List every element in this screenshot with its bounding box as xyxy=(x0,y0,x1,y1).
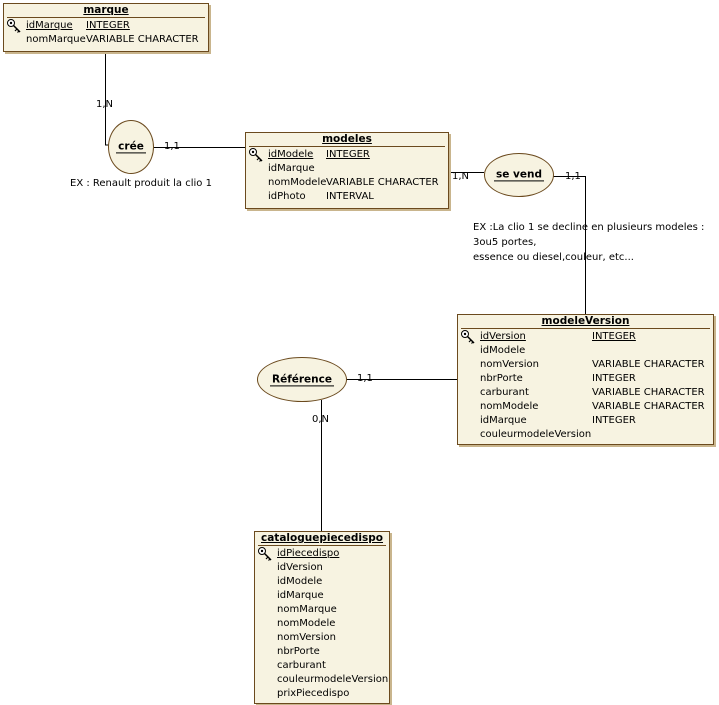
note-line: EX :La clio 1 se decline en plusieurs mo… xyxy=(473,222,705,233)
attribute-name: couleurmodeleVersion xyxy=(277,674,389,685)
association-label: crée xyxy=(116,140,146,154)
note-line: essence ou diesel,couleur, etc... xyxy=(473,252,634,263)
attribute-row: nomModele VARIABLE CHARACTER xyxy=(458,400,713,414)
attribute-row: idModele INTEGER xyxy=(246,148,448,162)
attribute-type: INTEGER xyxy=(86,20,130,31)
attribute-name: nomModele xyxy=(277,618,336,629)
attribute-row: idPiecedispo xyxy=(255,547,389,561)
attribute-type: INTERVAL xyxy=(326,191,374,202)
attribute-row: idMarque xyxy=(255,589,389,603)
entity-modeles[interactable]: modeles idModele INTEGER idMarque nomMod… xyxy=(245,132,449,209)
attribute-row: prixPiecedispo xyxy=(255,687,389,701)
attribute-name: idVersion xyxy=(277,562,323,573)
attribute-row: idModele xyxy=(458,344,713,358)
attribute-name: idPiecedispo xyxy=(277,548,340,559)
attribute-row: carburant xyxy=(255,659,389,673)
attribute-name: idMarque xyxy=(268,163,315,174)
attribute-row: nomModele VARIABLE CHARACTER xyxy=(246,176,448,190)
attribute-type: VARIABLE CHARACTER xyxy=(86,34,199,45)
note-line: 3ou5 portes, xyxy=(473,237,537,248)
entity-title: modeleVersion xyxy=(461,315,710,329)
attribute-row: nomMarque xyxy=(255,603,389,617)
cardinality-label: 1,N xyxy=(96,99,114,110)
key-icon xyxy=(249,148,263,162)
attribute-name: idPhoto xyxy=(268,191,306,202)
attribute-type: INTEGER xyxy=(592,415,636,426)
attribute-type: VARIABLE CHARACTER xyxy=(592,401,705,412)
attribute-name: idModele xyxy=(268,149,314,160)
association-se-vend[interactable]: se vend xyxy=(484,153,554,197)
attribute-name: carburant xyxy=(480,387,529,398)
entity-title: modeles xyxy=(249,133,445,147)
attribute-row: nomVersion VARIABLE CHARACTER xyxy=(458,358,713,372)
attribute-name: nomModele xyxy=(268,177,327,188)
attribute-type: INTEGER xyxy=(592,331,636,342)
cardinality-label: 0,N xyxy=(312,414,330,425)
entity-title: marque xyxy=(7,4,205,18)
attribute-name: idModele xyxy=(277,576,323,587)
attribute-row: idVersion INTEGER xyxy=(458,330,713,344)
attribute-name: idMarque xyxy=(480,415,527,426)
attribute-name: nomMarque xyxy=(277,604,337,615)
attribute-row: idMarque INTEGER xyxy=(4,19,208,33)
attribute-row: idPhoto INTERVAL xyxy=(246,190,448,204)
attribute-row: idModele xyxy=(255,575,389,589)
attribute-name: carburant xyxy=(277,660,326,671)
cardinality-label: 1,1 xyxy=(164,141,180,152)
entity-modeleVersion[interactable]: modeleVersion idVersion INTEGER idModele… xyxy=(457,314,714,445)
entity-cataloguepiecedispo[interactable]: cataloguepiecedispo idPiecedispo idVersi… xyxy=(254,531,390,704)
link-sevend-version xyxy=(552,176,586,315)
attribute-type: VARIABLE CHARACTER xyxy=(592,359,705,370)
association-label: se vend xyxy=(494,168,544,182)
attribute-name: nomVersion xyxy=(277,632,336,643)
attribute-name: nomMarque xyxy=(26,34,86,45)
entity-name: marque xyxy=(83,4,129,16)
attribute-row: idMarque INTEGER xyxy=(458,414,713,428)
cardinality-label: 1,1 xyxy=(565,171,581,182)
attribute-type: INTEGER xyxy=(326,149,370,160)
attribute-name: idVersion xyxy=(480,331,526,342)
attribute-row: idMarque xyxy=(246,162,448,176)
attribute-name: nomVersion xyxy=(480,359,539,370)
key-icon xyxy=(7,19,21,33)
attribute-name: prixPiecedispo xyxy=(277,688,350,699)
attribute-name: nbrPorte xyxy=(480,373,523,384)
attribute-name: idMarque xyxy=(277,590,324,601)
key-icon xyxy=(258,547,272,561)
association-cree[interactable]: crée xyxy=(108,120,154,174)
attribute-row: nbrPorte xyxy=(255,645,389,659)
attribute-row: carburant VARIABLE CHARACTER xyxy=(458,386,713,400)
annotation-note: EX :La clio 1 se decline en plusieurs mo… xyxy=(473,220,704,265)
annotation-note: EX : Renault produit la clio 1 xyxy=(70,178,212,189)
entity-name: modeleVersion xyxy=(541,315,630,327)
attribute-row: idVersion xyxy=(255,561,389,575)
attribute-row: nomVersion xyxy=(255,631,389,645)
attribute-name: idMarque xyxy=(26,20,73,31)
link-marque-cree xyxy=(105,50,112,146)
key-icon xyxy=(461,330,475,344)
attribute-row: nbrPorte INTEGER xyxy=(458,372,713,386)
attribute-name: couleurmodeleVersion xyxy=(480,429,592,440)
entity-name: cataloguepiecedispo xyxy=(260,532,384,544)
association-label: Référence xyxy=(269,372,335,386)
attribute-name: nbrPorte xyxy=(277,646,320,657)
attribute-type: VARIABLE CHARACTER xyxy=(326,177,439,188)
entity-name: modeles xyxy=(322,133,372,145)
attribute-name: nomModele xyxy=(480,401,539,412)
attribute-row: nomModele xyxy=(255,617,389,631)
entity-marque[interactable]: marque idMarque INTEGER nomMarque VARIAB… xyxy=(3,3,209,52)
entity-title: cataloguepiecedispo xyxy=(258,532,386,546)
attribute-type: VARIABLE CHARACTER xyxy=(592,387,705,398)
attribute-name: idModele xyxy=(480,345,526,356)
attribute-type: INTEGER xyxy=(592,373,636,384)
attribute-row: nomMarque VARIABLE CHARACTER xyxy=(4,33,208,47)
cardinality-label: 1,1 xyxy=(357,373,373,384)
attribute-row: couleurmodeleVersion xyxy=(255,673,389,687)
cardinality-label: 1,N xyxy=(452,171,470,182)
association-reference[interactable]: Référence xyxy=(257,357,347,402)
attribute-row: couleurmodeleVersion xyxy=(458,428,713,442)
